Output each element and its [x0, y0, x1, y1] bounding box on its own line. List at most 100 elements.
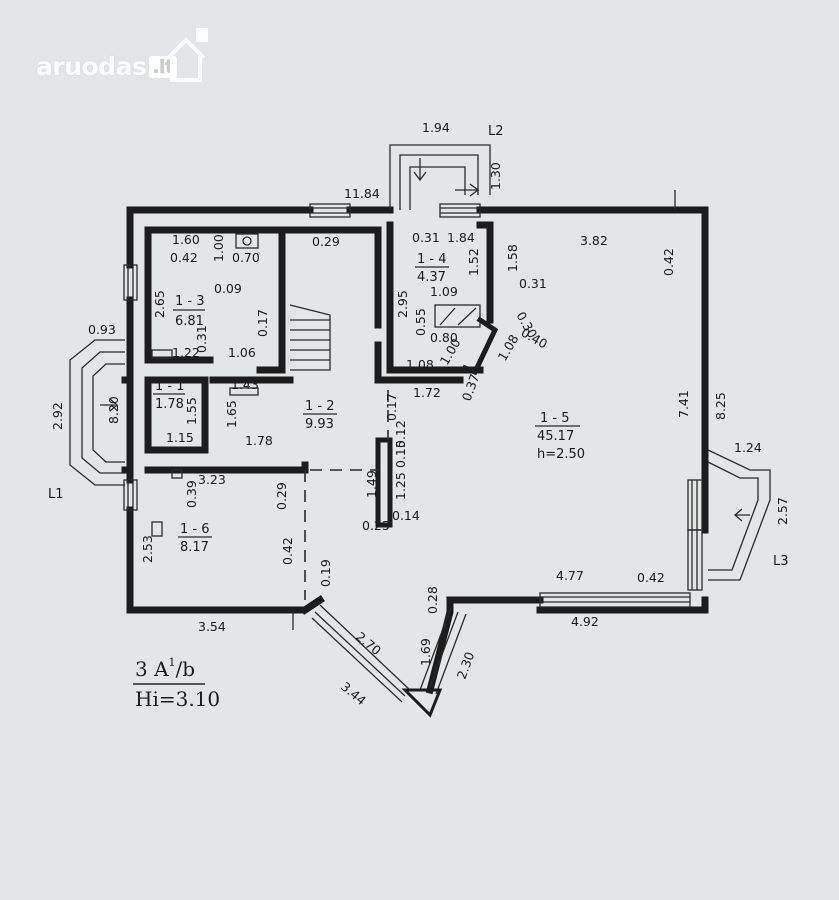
dimension-label: 1.22	[172, 345, 200, 360]
room-area: 1.78	[155, 397, 184, 412]
dimension-label: 0.29	[312, 234, 340, 249]
dimension-label: 11.84	[344, 186, 380, 201]
dimension-label: 1.72	[413, 385, 441, 400]
dimension-label: 1.25	[393, 472, 408, 500]
dimension-label: 2.53	[140, 535, 155, 563]
dimension-label: 3.54	[198, 619, 226, 634]
dimension-label: 1.55	[184, 397, 199, 425]
dimension-label: 2.57	[775, 497, 790, 525]
dimension-label: 8.20	[106, 396, 121, 424]
dimension-label: 0.17	[384, 393, 399, 421]
level-label-l3: L3	[773, 554, 789, 569]
room-area: 45.17	[537, 429, 574, 444]
room-area: 8.17	[180, 540, 209, 555]
dimension-label: 1.58	[505, 244, 520, 272]
windows	[123, 203, 703, 608]
dimension-label: 1.30	[488, 162, 503, 190]
room-id: 1 - 3	[175, 294, 205, 309]
dimension-label: 1.09	[430, 284, 458, 299]
watermark-logo: aruodas.lt	[36, 52, 177, 81]
dimension-label: 1.43	[231, 377, 259, 392]
room-1-6: 1 - 6 8.17	[178, 522, 212, 555]
room-id: 1 - 5	[540, 411, 570, 426]
dimension-label: 0.42	[280, 537, 295, 565]
dimension-label: 2.95	[395, 290, 410, 318]
room-labels: 1 - 3 6.81 1 - 1 1.78 1 - 2 9.93 1 - 4 4…	[153, 252, 585, 555]
dimension-label: 1.65	[224, 400, 239, 428]
room-1-2: 1 - 2 9.93	[303, 399, 337, 432]
dimension-label: 2.30	[454, 650, 478, 681]
bathroom-fixtures	[151, 233, 259, 537]
watermark-tld: .lt	[149, 56, 177, 78]
legend-suffix: /b	[176, 657, 196, 681]
dimension-label: 4.92	[571, 614, 599, 629]
dimension-label: 0.42	[661, 248, 676, 276]
dimension-label: 3.44	[338, 679, 369, 708]
dimension-label: 1.00	[211, 234, 226, 262]
direction-arrows	[100, 158, 750, 630]
dimension-label: 1.08	[495, 332, 522, 364]
dimension-label: 0.39	[184, 480, 199, 508]
dimension-label: 0.14	[392, 508, 420, 523]
dimension-label: 3.82	[580, 233, 608, 248]
dimension-label: 7.41	[676, 390, 691, 418]
dimension-label: 0.80	[430, 330, 458, 345]
dimension-label: 1.60	[172, 232, 200, 247]
legend-class: 3 A	[135, 657, 169, 681]
dimension-label: 1.52	[466, 248, 481, 276]
dimension-label: 0.28	[425, 586, 440, 614]
dimension-label: 0.12	[393, 420, 408, 448]
dimension-label: 1.08	[406, 357, 434, 372]
exterior-steps	[69, 144, 771, 581]
dimension-label: 0.70	[232, 250, 260, 265]
dimension-label: 4.77	[556, 568, 584, 583]
dimension-label: 1.78	[245, 433, 273, 448]
legend-line1: 3 A1/b	[135, 656, 195, 681]
dimension-label: 1.24	[734, 440, 762, 455]
dimension-label: 1.15	[166, 430, 194, 445]
dimension-label: 0.25	[362, 518, 390, 533]
staircase	[289, 304, 331, 371]
room-id: 1 - 6	[180, 522, 210, 537]
legend-line2: Hi=3.10	[135, 687, 220, 711]
dimension-label: 2.65	[152, 290, 167, 318]
dimension-label: 0.55	[413, 308, 428, 336]
dimension-label: 0.09	[214, 281, 242, 296]
room-area: 9.93	[305, 417, 334, 432]
dimension-label: 8.25	[713, 392, 728, 420]
room-height: h=2.50	[537, 447, 585, 462]
room-id: 1 - 1	[155, 379, 185, 394]
level-label-l1: L1	[48, 487, 64, 502]
dimension-label: 0.17	[255, 309, 270, 337]
watermark-name: aruodas	[36, 52, 147, 81]
level-labels: L1 L2 L3	[48, 124, 789, 569]
room-1-5: 1 - 5 45.17 h=2.50	[535, 411, 585, 462]
room-area: 4.37	[417, 270, 446, 285]
exterior-walls	[121, 206, 709, 695]
level-label-l2: L2	[488, 124, 504, 139]
room-id: 1 - 4	[417, 252, 447, 267]
dimension-label: 0.93	[88, 322, 116, 337]
room-1-4: 1 - 4 4.37	[415, 252, 449, 285]
dimension-label: 0.31	[519, 276, 547, 291]
dimension-label: 1.69	[418, 638, 433, 666]
dimension-label: 0.42	[170, 250, 198, 265]
dimension-label: 0.42	[637, 570, 665, 585]
dimension-label: 0.37	[459, 372, 483, 403]
dimension-label: 1.94	[422, 120, 450, 135]
dimension-label: 3.23	[198, 472, 226, 487]
dimension-label: 0.40	[519, 325, 551, 352]
dimension-label: 0.15	[393, 440, 408, 468]
dashed-openings	[304, 390, 389, 600]
room-1-1: 1 - 1 1.78	[153, 379, 185, 412]
dimension-label: 1.06	[228, 345, 256, 360]
legend-superscript: 1	[169, 656, 176, 669]
dimension-label: 0.29	[274, 482, 289, 510]
dimension-label: 0.31	[194, 325, 209, 353]
legend: 3 A1/b Hi=3.10	[133, 656, 220, 711]
bay-window	[311, 604, 467, 718]
house-icon	[166, 28, 208, 82]
dimension-label: 1.49	[364, 470, 379, 498]
dimension-label: 1.84	[447, 230, 475, 245]
